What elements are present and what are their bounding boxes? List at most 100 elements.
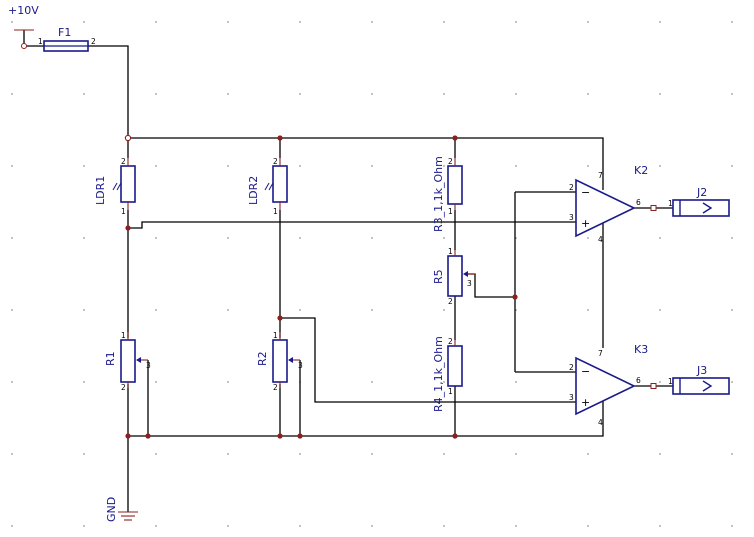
svg-text:3: 3 xyxy=(298,361,303,370)
grid-dot xyxy=(371,21,373,23)
grid-dot xyxy=(371,165,373,167)
grid-dot xyxy=(155,309,157,311)
svg-text:2: 2 xyxy=(448,337,453,346)
grid-dot xyxy=(11,21,13,23)
r5-label: R5 xyxy=(432,269,445,284)
grid-dot xyxy=(227,21,229,23)
grid-dot xyxy=(659,237,661,239)
wires xyxy=(23,30,673,512)
grid-dot xyxy=(731,453,733,455)
grid-dot xyxy=(11,453,13,455)
grid-dot xyxy=(443,165,445,167)
r4-label: R4_1,1k_Ohm xyxy=(432,336,445,412)
svg-text:1: 1 xyxy=(38,37,43,46)
grid-dot xyxy=(443,525,445,527)
grid-dot xyxy=(587,165,589,167)
grid-dot xyxy=(299,237,301,239)
r3-resistor: 2 1 R3_1,1k_Ohm xyxy=(432,156,463,232)
ldr2-label: LDR2 xyxy=(247,176,260,205)
grid-dot xyxy=(443,453,445,455)
grid-dot xyxy=(515,21,517,23)
ldr1: 2 1 LDR1 xyxy=(94,157,136,216)
k2-label: K2 xyxy=(634,164,648,177)
grid-dot xyxy=(227,165,229,167)
svg-text:1: 1 xyxy=(273,207,278,216)
grid-dot xyxy=(11,237,13,239)
grid-dot xyxy=(587,309,589,311)
vcc-symbol: +10V xyxy=(8,4,39,49)
svg-text:2: 2 xyxy=(448,157,453,166)
svg-text:1: 1 xyxy=(668,199,673,208)
svg-text:3: 3 xyxy=(569,213,574,222)
grid-dot xyxy=(371,309,373,311)
grid-dot xyxy=(11,525,13,527)
svg-text:3: 3 xyxy=(467,279,472,288)
grid-dots xyxy=(11,21,733,527)
j2-label: J2 xyxy=(696,186,707,199)
grid-dot xyxy=(155,93,157,95)
r1-label: R1 xyxy=(104,351,117,366)
grid-dot xyxy=(11,381,13,383)
fuse-f1: F1 1 2 xyxy=(38,26,96,52)
gnd-label: GND xyxy=(105,497,118,522)
svg-text:1: 1 xyxy=(448,387,453,396)
grid-dot xyxy=(587,237,589,239)
grid-dot xyxy=(731,93,733,95)
svg-text:2: 2 xyxy=(569,183,574,192)
grid-dot xyxy=(299,165,301,167)
k2-opamp: − + 2 3 7 4 6 K2 xyxy=(569,164,648,244)
junction xyxy=(124,134,132,142)
grid-dot xyxy=(515,165,517,167)
junction xyxy=(277,433,283,439)
grid-dot xyxy=(731,525,733,527)
r5-potentiometer: 1 2 3 R5 xyxy=(432,247,475,306)
gnd-symbol: GND xyxy=(105,497,138,522)
svg-text:3: 3 xyxy=(569,393,574,402)
junction xyxy=(145,433,151,439)
ldr2: 2 1 LDR2 xyxy=(247,157,288,216)
svg-text:7: 7 xyxy=(598,349,603,358)
junctions xyxy=(124,134,518,439)
junction xyxy=(452,135,458,141)
r4-resistor: 2 1 R4_1,1k_Ohm xyxy=(432,336,463,412)
grid-dot xyxy=(11,165,13,167)
grid-dot xyxy=(659,453,661,455)
grid-dot xyxy=(587,21,589,23)
junction xyxy=(277,315,283,321)
svg-text:−: − xyxy=(581,186,590,199)
grid-dot xyxy=(299,525,301,527)
grid-dot xyxy=(731,309,733,311)
grid-dot xyxy=(587,525,589,527)
junction xyxy=(452,433,458,439)
svg-text:1: 1 xyxy=(668,377,673,386)
svg-text:2: 2 xyxy=(121,383,126,392)
grid-dot xyxy=(299,453,301,455)
grid-dot xyxy=(227,309,229,311)
grid-dot xyxy=(371,525,373,527)
grid-dot xyxy=(83,165,85,167)
svg-text:2: 2 xyxy=(121,157,126,166)
grid-dot xyxy=(443,381,445,383)
svg-text:+: + xyxy=(581,217,590,230)
grid-dot xyxy=(155,525,157,527)
svg-text:1: 1 xyxy=(448,247,453,256)
vcc-label: +10V xyxy=(8,4,39,17)
grid-dot xyxy=(83,381,85,383)
grid-dot xyxy=(587,93,589,95)
j2-connector: 1 J2 xyxy=(650,186,730,217)
junction xyxy=(512,294,518,300)
r3-label: R3_1,1k_Ohm xyxy=(432,156,445,232)
svg-text:2: 2 xyxy=(569,363,574,372)
grid-dot xyxy=(659,309,661,311)
grid-dot xyxy=(659,381,661,383)
j3-connector: 1 J3 xyxy=(650,364,730,395)
grid-dot xyxy=(659,525,661,527)
svg-text:1: 1 xyxy=(121,207,126,216)
grid-dot xyxy=(371,453,373,455)
grid-dot xyxy=(83,453,85,455)
r2-label: R2 xyxy=(256,351,269,366)
ldr1-label: LDR1 xyxy=(94,176,107,205)
grid-dot xyxy=(371,381,373,383)
grid-dot xyxy=(515,381,517,383)
